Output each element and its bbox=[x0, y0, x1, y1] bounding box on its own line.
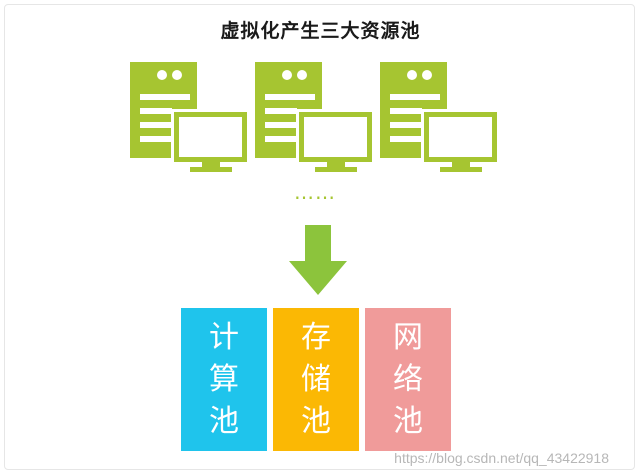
pool-char: 池 bbox=[209, 403, 239, 439]
down-arrow-icon bbox=[289, 225, 347, 295]
compute-pool: 计 算 池 bbox=[181, 308, 267, 451]
pool-char: 计 bbox=[209, 319, 239, 355]
pool-char: 储 bbox=[301, 361, 331, 397]
pool-char: 络 bbox=[393, 361, 423, 397]
server-computer-icon bbox=[255, 62, 375, 172]
pool-char: 存 bbox=[301, 319, 331, 355]
ellipsis: …… bbox=[294, 180, 336, 204]
diagram-title: 虚拟化产生三大资源池 bbox=[220, 20, 421, 42]
watermark: https://blog.csdn.net/qq_43422918 bbox=[394, 450, 609, 466]
storage-pool: 存 储 池 bbox=[273, 308, 359, 451]
pool-char: 池 bbox=[301, 403, 331, 439]
pool-char: 网 bbox=[393, 319, 423, 355]
server-computer-icon bbox=[380, 62, 500, 172]
network-pool: 网 络 池 bbox=[365, 308, 451, 451]
pool-char: 池 bbox=[393, 403, 423, 439]
server-computer-icon bbox=[130, 62, 250, 172]
pool-char: 算 bbox=[209, 361, 239, 397]
figure-frame bbox=[4, 4, 635, 470]
